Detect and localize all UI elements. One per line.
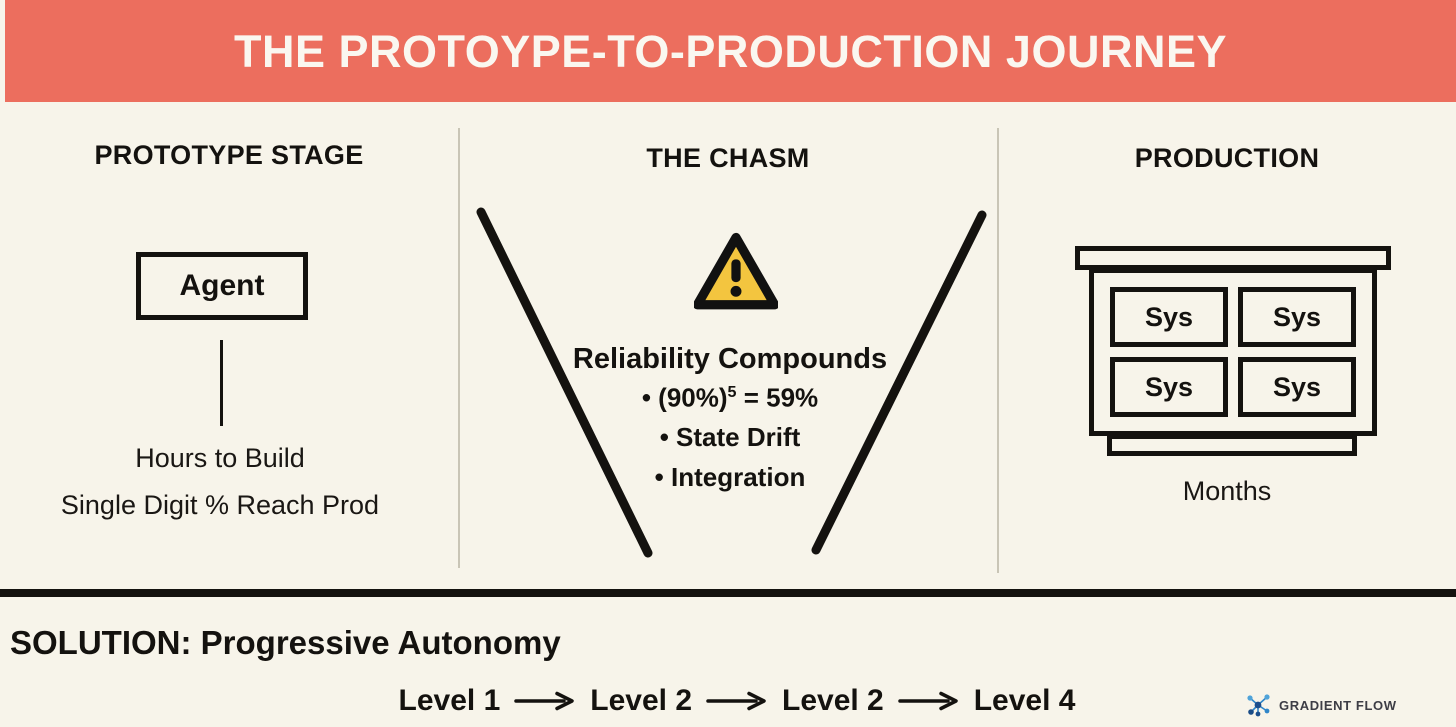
production-note-months: Months (1182, 476, 1272, 506)
column-divider-left (458, 128, 460, 568)
rack-top-bar (1075, 246, 1391, 270)
rack-sys-unit: Sys (1238, 357, 1356, 417)
rack-sys-unit: Sys (1110, 357, 1228, 417)
level-arrow-icon (514, 691, 576, 711)
bullet-text-before: (90%) (658, 382, 728, 413)
level-item-4: Level 4 (973, 684, 1076, 717)
prototype-note-hours: Hours to Build (135, 443, 305, 473)
solution-label: SOLUTION: (10, 624, 192, 661)
bullet-text: State Drift (676, 422, 801, 452)
brand-lockup: GRADIENT FLOW (1246, 693, 1397, 717)
rack-sys-label: Sys (1272, 301, 1322, 332)
level-arrow-icon (897, 691, 960, 711)
agent-node-label: Agent (179, 269, 265, 302)
rack-base-bar (1107, 434, 1357, 456)
brand-name: GRADIENT FLOW (1279, 697, 1397, 713)
level-item-3: Level 2 (782, 684, 884, 717)
chasm-bullet-state-drift: • State Drift (520, 424, 940, 450)
level-item-2: Level 2 (590, 684, 692, 717)
solution-value: Progressive Autonomy (200, 624, 561, 661)
chasm-heading: THE CHASM (646, 143, 810, 173)
bullet-superscript: 5 (727, 383, 737, 401)
progressive-autonomy-levels: Level 1 Level 2 Level 2 Level 4 (0, 686, 1456, 716)
rack-sys-unit: Sys (1238, 287, 1356, 347)
bullet-text-after: = 59% (736, 382, 819, 413)
level-arrow-icon (706, 691, 768, 711)
section-divider-rule (0, 589, 1456, 597)
bullet-marker: • (659, 422, 669, 452)
rack-sys-label: Sys (1144, 301, 1194, 332)
chasm-bullet-reliability-math: • (90%)5 = 59% (520, 384, 940, 411)
rack-sys-label: Sys (1144, 371, 1194, 402)
column-divider-right (997, 128, 999, 573)
bullet-marker: • (641, 382, 651, 413)
agent-node-box: Agent (136, 252, 308, 320)
solution-headline: SOLUTION: Progressive Autonomy (10, 626, 561, 659)
prototype-note-reach-prod: Single Digit % Reach Prod (60, 490, 380, 520)
molecule-nodes-icon (1247, 694, 1270, 717)
agent-connector-line (220, 340, 223, 426)
page-title: THE PROTOYPE-TO-PRODUCTION JOURNEY (234, 25, 1227, 77)
prototype-stage-heading: PROTOTYPE STAGE (94, 140, 364, 170)
rack-body: Sys Sys Sys Sys (1089, 268, 1377, 436)
bullet-text: Integration (671, 462, 806, 492)
production-rack-diagram: Sys Sys Sys Sys (1075, 246, 1391, 458)
warning-triangle-icon (694, 232, 778, 310)
chasm-bullet-integration: • Integration (520, 464, 940, 490)
chasm-subheading: Reliability Compounds (572, 343, 888, 375)
production-heading: PRODUCTION (1134, 143, 1320, 173)
level-item-1: Level 1 (398, 684, 501, 717)
header-band: THE PROTOYPE-TO-PRODUCTION JOURNEY (5, 0, 1456, 102)
bullet-marker: • (654, 462, 664, 492)
rack-sys-unit: Sys (1110, 287, 1228, 347)
rack-sys-label: Sys (1272, 371, 1322, 402)
